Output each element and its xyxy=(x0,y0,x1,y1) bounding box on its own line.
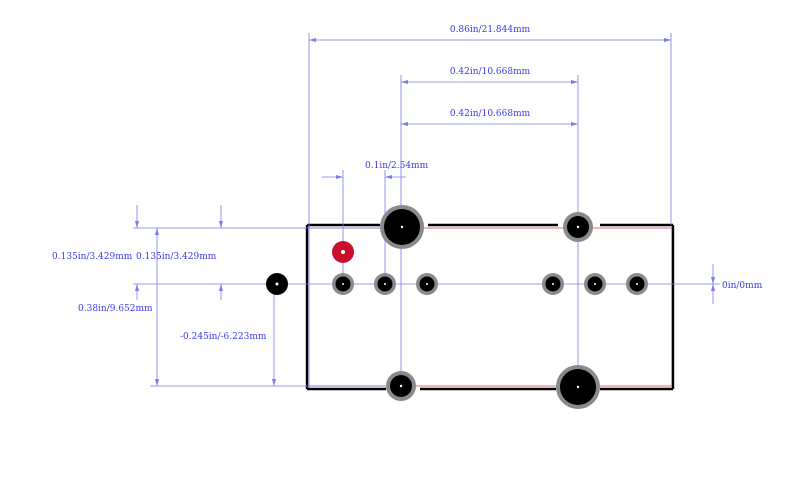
bottom-offset-label: -0.245in/-6.223mm xyxy=(180,332,267,342)
origin-pad xyxy=(266,273,288,295)
mount-spacing-top-label: 0.42in/10.668mm xyxy=(450,67,531,77)
mount-spacing-bottom-label: 0.42in/10.668mm xyxy=(450,109,531,119)
pin-pitch-label: 0.1in/2.54mm xyxy=(365,161,429,171)
pin-1-pad xyxy=(332,241,354,263)
top-offset-left-label: 0.135in/3.429mm xyxy=(52,252,133,262)
component-outline xyxy=(305,223,675,391)
origin-label: 0in/0mm xyxy=(722,281,763,291)
pin-pad xyxy=(416,273,438,295)
pin-pad xyxy=(584,273,606,295)
pin-pad xyxy=(374,273,396,295)
dimension-labels: 0.86in/21.844mm 0.42in/10.668mm 0.42in/1… xyxy=(52,25,763,342)
mount-pad-top-left xyxy=(380,205,424,249)
pads xyxy=(266,205,648,409)
pin-pad xyxy=(626,273,648,295)
mount-pad-bottom-right xyxy=(556,365,600,409)
mount-pad-top-right xyxy=(563,212,593,242)
dimension-lines xyxy=(133,33,720,398)
top-offset-right-label: 0.135in/3.429mm xyxy=(136,252,217,262)
pin-pad xyxy=(542,273,564,295)
total-height-label: 0.38in/9.652mm xyxy=(78,304,153,314)
pin-pad xyxy=(332,273,354,295)
mount-pad-bottom-left xyxy=(386,371,416,401)
overall-width-label: 0.86in/21.844mm xyxy=(450,25,531,35)
